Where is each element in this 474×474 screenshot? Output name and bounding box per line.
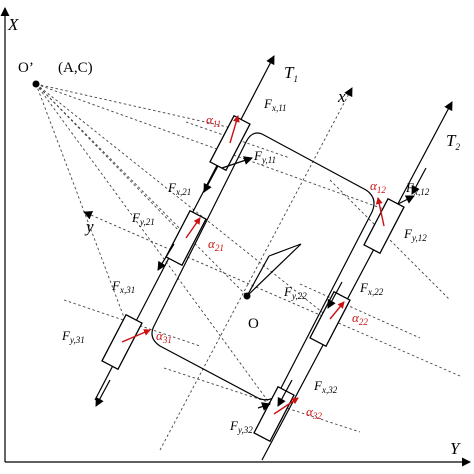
force-fx-21: Fx,21	[167, 180, 191, 197]
body-y-label: y	[84, 217, 94, 236]
alpha-32: α32	[306, 404, 322, 421]
velocity-lines	[246, 243, 302, 297]
global-y-label: Y	[450, 439, 461, 458]
body-y-axis	[83, 211, 461, 377]
force-fy-11: Fy,11	[253, 148, 276, 165]
force-fy-22: Fy,22	[283, 284, 307, 301]
force-fy-21: Fy,21	[131, 210, 155, 227]
force-fy-32: Fy,32	[229, 418, 253, 435]
track-t1-label: T1	[284, 63, 298, 84]
icr-label: O’	[18, 60, 34, 76]
force-fy-31: Fy,31	[61, 328, 85, 345]
alpha-11: α11	[206, 112, 221, 129]
body-x-axis	[159, 87, 353, 451]
track-t2-label: T2	[446, 131, 460, 152]
force-fy-12: Fy,12	[403, 226, 427, 243]
force-arrows	[95, 156, 427, 411]
force-fx-22: Fx,22	[359, 280, 384, 297]
vehicle-body	[151, 132, 375, 401]
origin-point	[243, 292, 251, 300]
force-fx-31: Fx,31	[111, 278, 135, 295]
force-fx-11: Fx,11	[263, 96, 287, 113]
global-x-label: X	[7, 15, 19, 34]
alpha-31: α31	[156, 328, 172, 345]
slip-angle-arrows	[121, 115, 385, 415]
force-fx-32: Fx,32	[313, 378, 338, 395]
alpha-12: α12	[370, 178, 386, 195]
origin-label: O	[248, 316, 259, 332]
alpha-22: α22	[352, 310, 368, 327]
force-fx-12: Fx,12	[405, 180, 430, 197]
icr-coords: (A,C)	[58, 60, 93, 76]
alpha-21: α21	[208, 236, 224, 253]
icr-point	[32, 80, 40, 88]
icr-rays	[35, 83, 393, 413]
track-t2-line	[261, 101, 453, 461]
body-x-label: x	[337, 87, 346, 106]
